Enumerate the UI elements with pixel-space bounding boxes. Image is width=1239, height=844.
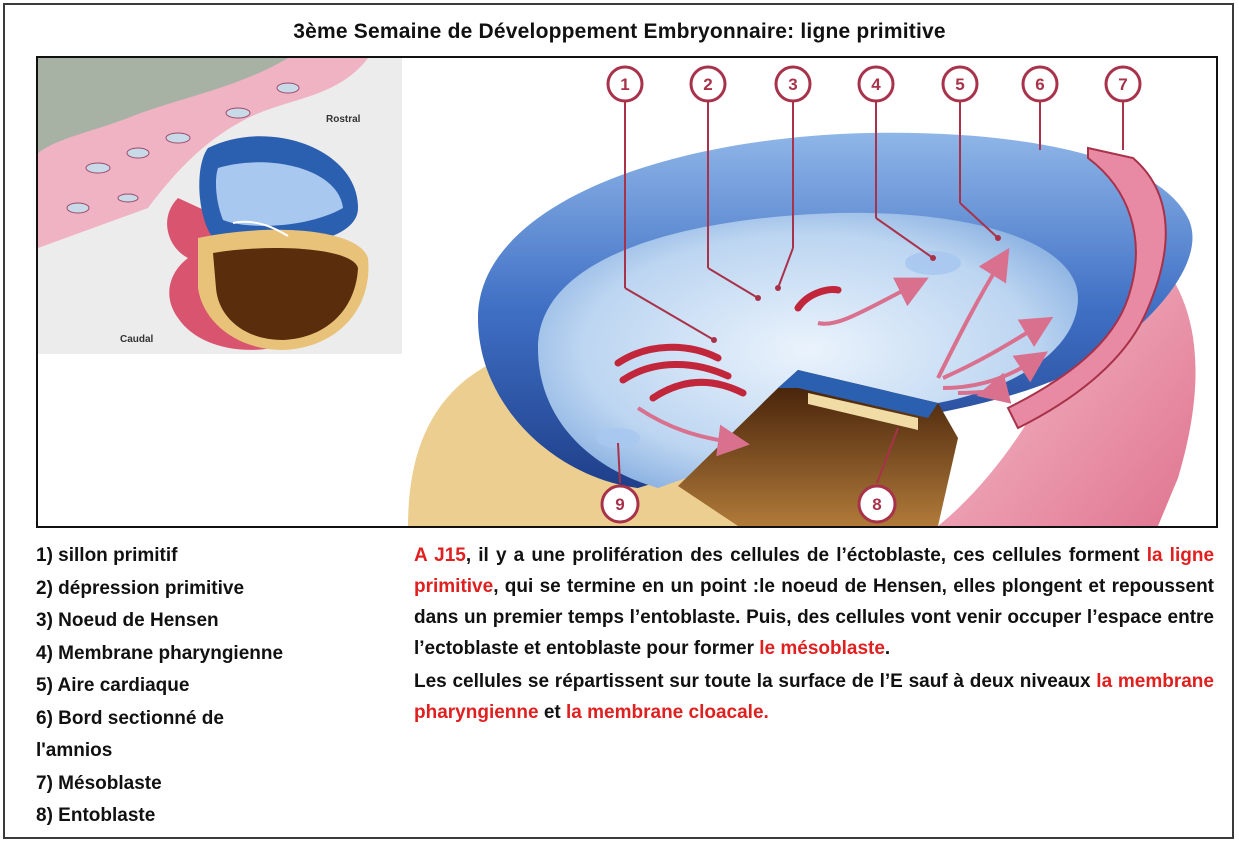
legend-item: 8) Entoblaste [36,800,376,833]
legend-item: 5) Aire cardiaque [36,670,376,703]
description-paragraph-1: A J15, il y a une prolifération des cell… [414,540,1214,664]
callout-7-label: 7 [1118,75,1127,94]
callout-2-label: 2 [703,75,712,94]
legend-item: 7) Mésoblaste [36,768,376,801]
legend-item: 4) Membrane pharyngienne [36,638,376,671]
embryo-figure: Rostral Caudal [36,56,1218,528]
legend-item: 1) sillon primitif [36,540,376,573]
callout-1-label: 1 [620,75,629,94]
callout-7: 7 [1106,67,1140,101]
callout-9: 9 [602,486,638,522]
description-paragraph-2: Les cellules se répartissent sur toute l… [414,666,1214,728]
callout-4-label: 4 [871,75,881,94]
highlight-mesoblaste: le mésoblaste [759,638,885,659]
main-embryo [408,133,1196,526]
text-run: , il y a une prolifération des cellules … [466,545,1147,566]
embryo-illustration: Rostral Caudal [38,58,1216,526]
page-title: 3ème Semaine de Développement Embryonnai… [0,20,1239,44]
legend-item: l'amnios [36,735,376,768]
description-text: A J15, il y a une prolifération des cell… [414,540,1214,728]
callout-6: 6 [1023,67,1057,101]
legend-list: 1) sillon primitif 2) dépression primiti… [36,540,376,833]
callout-9-label: 9 [615,495,624,514]
callout-2: 2 [691,67,725,101]
text-run: . [885,638,890,659]
rostral-label: Rostral [326,114,361,125]
text-run: et [539,702,566,723]
highlight-membrane-cloacale: la membrane cloacale. [566,702,769,723]
legend-item: 3) Noeud de Hensen [36,605,376,638]
legend-item: 2) dépression primitive [36,573,376,606]
inset-diagram [38,58,402,354]
callout-3: 3 [776,67,810,101]
callout-6-label: 6 [1035,75,1044,94]
callout-8: 8 [859,486,895,522]
callout-8-label: 8 [872,495,881,514]
caudal-label: Caudal [120,334,154,345]
text-run: Les cellules se répartissent sur toute l… [414,671,1096,692]
highlight-j15: A J15 [414,545,466,566]
callout-3-label: 3 [788,75,797,94]
callout-1: 1 [608,67,642,101]
callout-5: 5 [943,67,977,101]
callout-5-label: 5 [955,75,964,94]
callout-4: 4 [859,67,893,101]
legend-item: 6) Bord sectionné de [36,703,376,736]
